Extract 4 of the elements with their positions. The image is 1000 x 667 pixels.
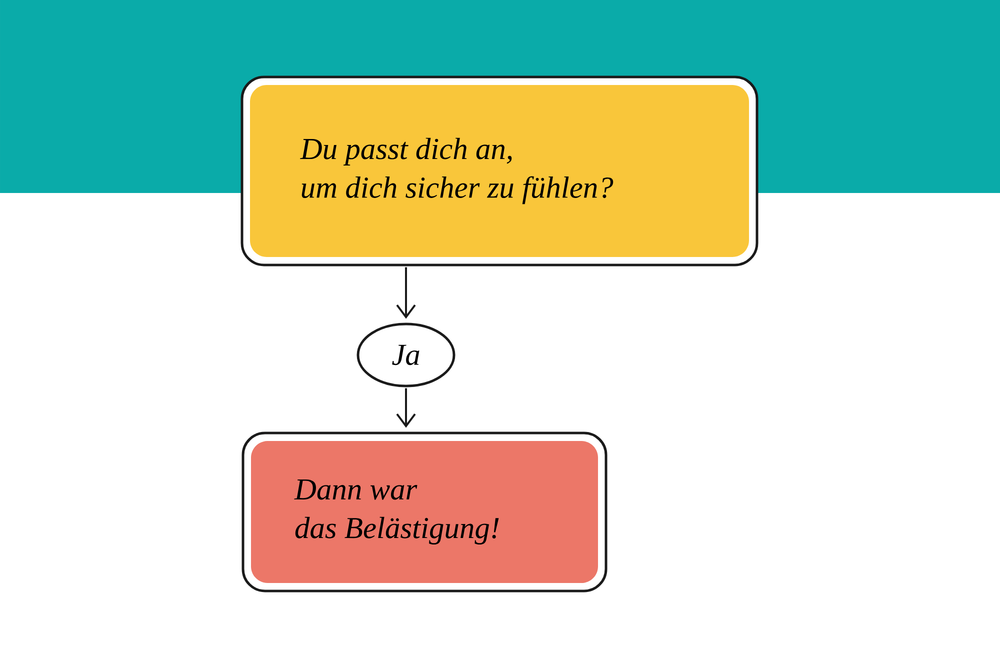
result-box: Dann war das Belästigung!	[242, 432, 608, 592]
arrow	[396, 267, 416, 319]
arrow	[396, 388, 416, 428]
question-box: Du passt dich an, um dich sicher zu fühlen?	[240, 76, 758, 266]
